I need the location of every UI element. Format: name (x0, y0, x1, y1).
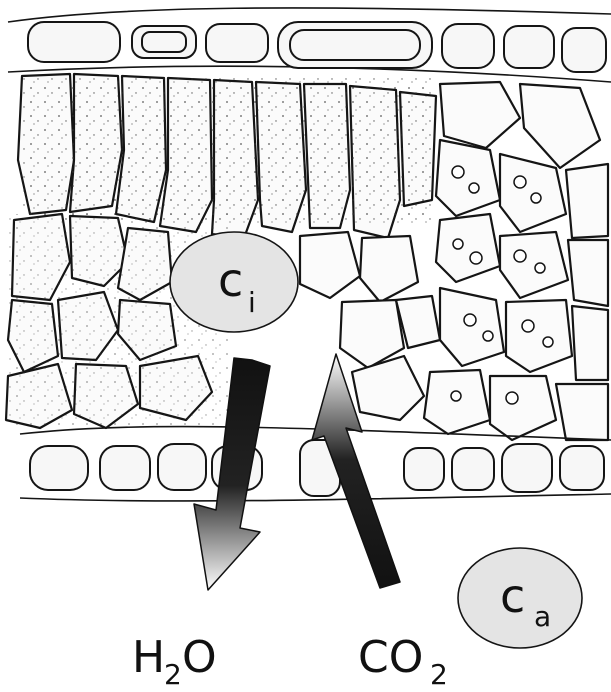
co2-label-subscript: 2 (430, 658, 448, 688)
vascular-bundle (424, 82, 608, 440)
ci-subscript: i (248, 286, 256, 319)
co2-label: CO 2 (358, 632, 448, 688)
palisade-mesophyll (18, 74, 436, 238)
ci-label: c (218, 253, 243, 307)
upper-epidermis (8, 8, 611, 82)
h2o-label-subscript: 2 (164, 658, 182, 688)
h2o-label-o: O (182, 632, 217, 683)
co2-label-co: CO (358, 632, 423, 683)
ca-label: c (500, 569, 525, 623)
h2o-label-h: H (132, 632, 165, 683)
ca-bubble: c a (458, 548, 582, 648)
ci-bubble: c i (170, 232, 298, 332)
ca-subscript: a (534, 600, 551, 633)
h2o-label: H 2 O (132, 632, 217, 688)
